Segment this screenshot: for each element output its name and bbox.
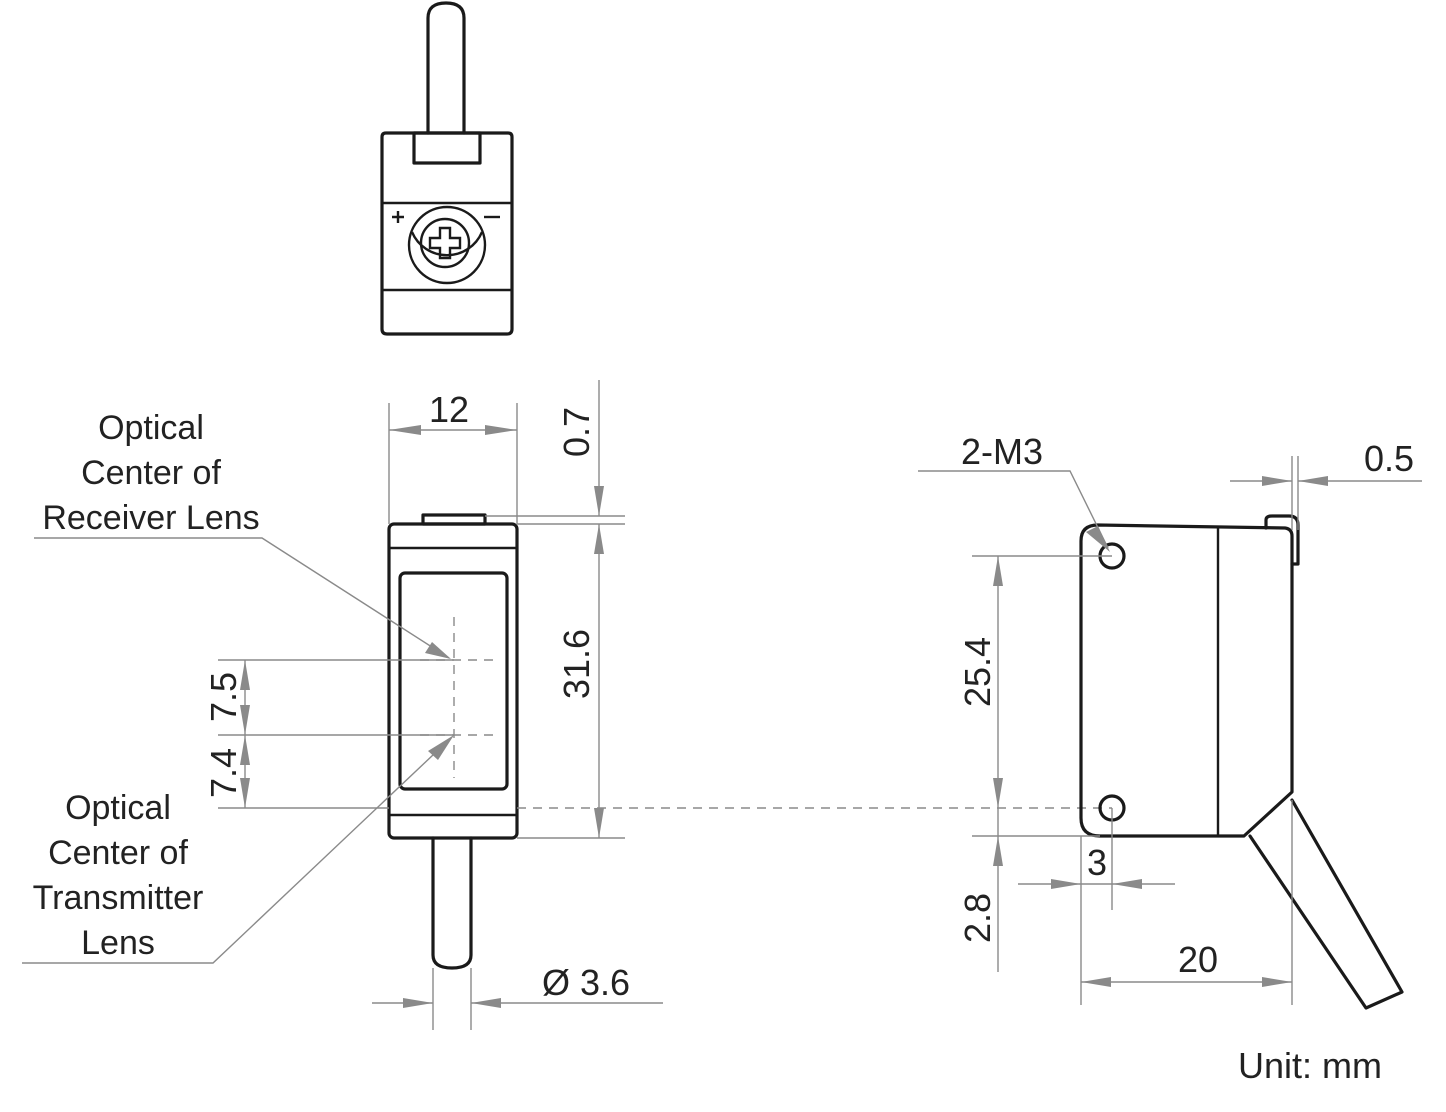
- top-view-connector-cap: [412, 131, 482, 165]
- svg-text:Transmitter: Transmitter: [33, 879, 204, 917]
- dim-depth: 20: [1081, 939, 1292, 987]
- dim-height-total: 31.6: [556, 524, 604, 838]
- dim-hole-edge-y: 2.8: [957, 808, 1003, 972]
- dim-label-cable-diameter: Ø 3.6: [542, 962, 630, 1003]
- dim-cable-diameter: Ø 3.6: [372, 962, 663, 1008]
- svg-text:Receiver Lens: Receiver Lens: [42, 499, 259, 537]
- side-view-housing: [1079, 523, 1294, 838]
- dim-label-31-6: 31.6: [556, 629, 597, 699]
- dim-width-front: 12: [389, 389, 517, 435]
- dim-label-3: 3: [1087, 842, 1107, 883]
- dim-label-12: 12: [429, 389, 469, 430]
- dim-label-0-5: 0.5: [1364, 438, 1414, 479]
- side-view: 25.4 2.8 3 20 0.5: [918, 431, 1422, 1010]
- svg-text:Center of: Center of: [48, 834, 188, 872]
- transmitter-leader-line: [22, 736, 453, 964]
- hole-spec-callout: 2-M3: [918, 431, 1110, 552]
- side-view-cable: [1248, 798, 1404, 1010]
- top-view-cable: [426, 1, 466, 135]
- unit-label: Unit: mm: [1238, 1045, 1382, 1086]
- svg-text:Center of: Center of: [81, 454, 221, 492]
- dim-transmitter-offset: 7.4: [203, 735, 250, 808]
- transmitter-label: Optical Center of Transmitter Lens: [33, 789, 204, 962]
- adjustment-dial-ring: [410, 231, 484, 257]
- dim-receiver-offset: 7.5: [203, 660, 250, 735]
- receiver-label: Optical Center of Receiver Lens: [42, 409, 259, 537]
- receiver-leader-arrow: [425, 642, 451, 659]
- dim-label-7-4: 7.4: [203, 748, 244, 798]
- dim-top-offset: 0.7: [556, 380, 604, 516]
- dim-label-25-4: 25.4: [957, 637, 998, 707]
- plus-sign-icon: [392, 211, 404, 223]
- dim-hole-edge-x: 3: [1018, 842, 1175, 889]
- dim-label-0-7: 0.7: [556, 407, 597, 457]
- dim-label-2-8: 2.8: [957, 893, 998, 943]
- transmitter-leader-arrow: [428, 735, 454, 760]
- front-view-cable: [431, 836, 473, 970]
- adjustment-screw-icon: [419, 217, 471, 269]
- adjustment-dial-icon: [407, 205, 487, 285]
- dim-label-20: 20: [1178, 939, 1218, 980]
- svg-text:Optical: Optical: [98, 409, 204, 447]
- front-view: 12 0.7 31.6 7.5 7.4: [22, 380, 663, 1030]
- front-view-housing: [387, 522, 519, 840]
- dim-hole-pitch: 25.4: [957, 556, 1003, 808]
- top-view: [380, 1, 514, 336]
- svg-text:Optical: Optical: [65, 789, 171, 827]
- receiver-leader-line: [34, 537, 450, 659]
- lens-window: [398, 571, 509, 791]
- hole-spec-label: 2-M3: [961, 431, 1043, 472]
- screw-cross-icon: [428, 226, 462, 260]
- svg-text:Lens: Lens: [81, 924, 155, 962]
- dim-side-offset: 0.5: [1230, 438, 1422, 486]
- dim-label-7-5: 7.5: [203, 672, 244, 722]
- top-view-housing: [380, 131, 514, 336]
